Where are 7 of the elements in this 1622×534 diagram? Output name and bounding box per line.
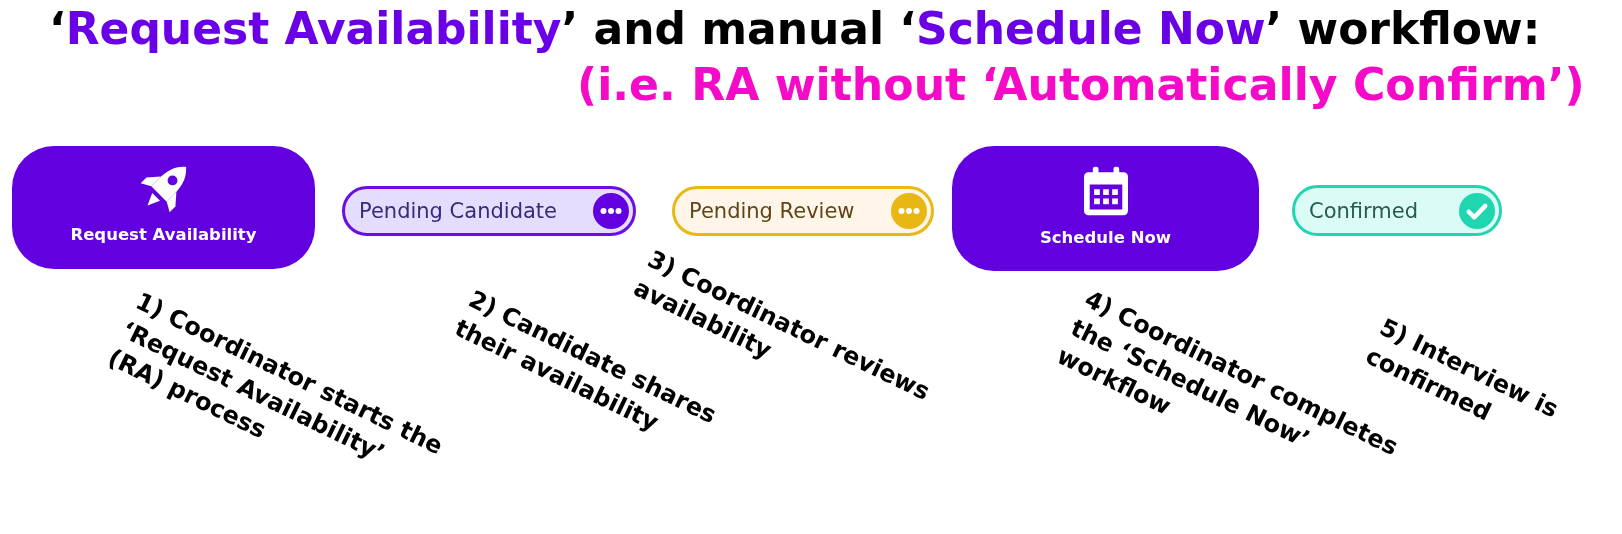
status-text: Confirmed	[1309, 198, 1419, 223]
title: ‘Request Availability’ and manual ‘Schedule Now’ workflow:	[49, 4, 1541, 55]
action-button: Request Availability	[12, 146, 315, 269]
status-text: Pending Review	[689, 199, 855, 223]
status-text: Pending Candidate	[359, 199, 557, 223]
action-button: Schedule Now	[952, 146, 1259, 271]
subtitle: (i.e. RA without ‘Automatically Confirm’)	[577, 60, 1585, 111]
